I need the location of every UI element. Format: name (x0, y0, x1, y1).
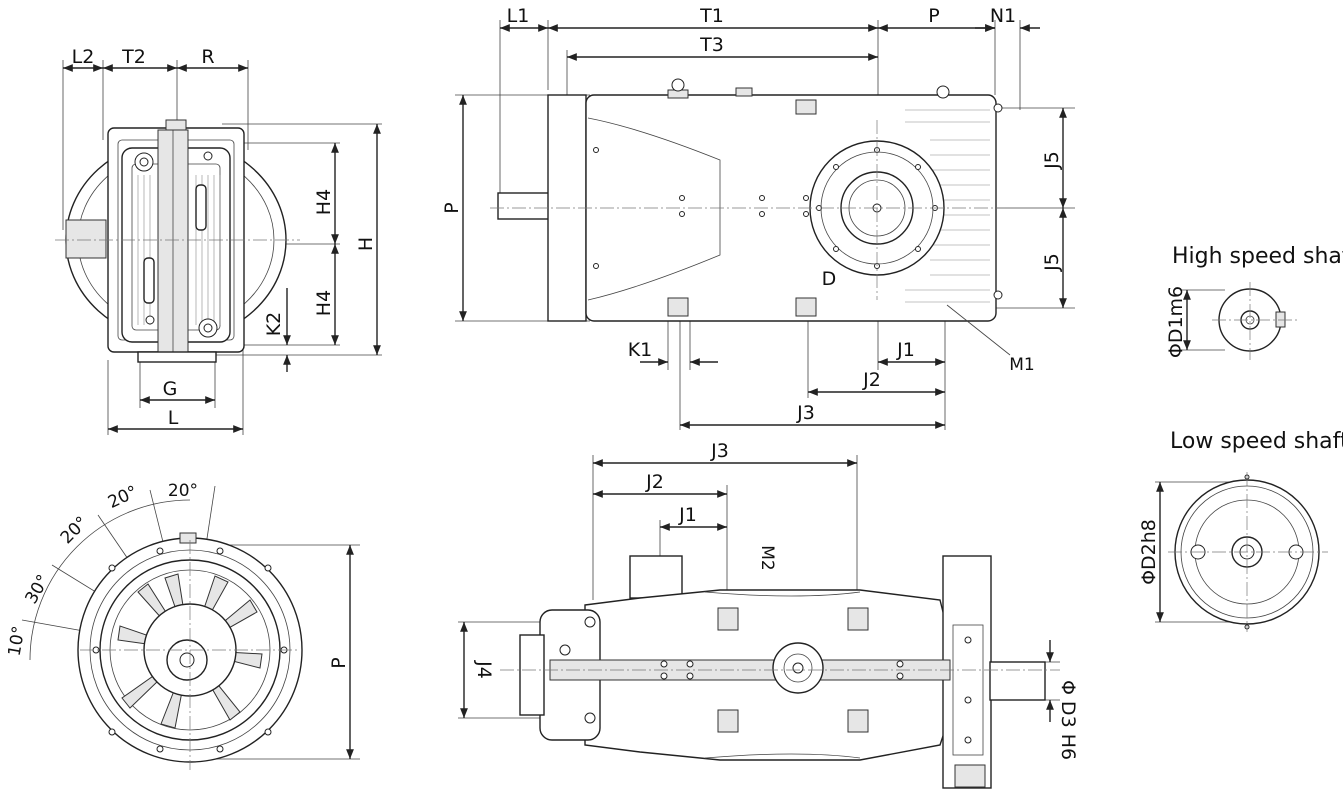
angle-20-b: 20° (105, 482, 141, 513)
low-speed-shaft-detail: Low speed shaft ΦD2h8 (1138, 429, 1343, 632)
dim-p-end: P (328, 657, 350, 668)
end-view: 10° 30° 20° 20° 20° P (5, 481, 360, 770)
dim-h: H (355, 237, 377, 251)
dim-j2: J2 (862, 369, 881, 391)
dim-g: G (163, 378, 178, 400)
dim-l: L (168, 407, 179, 429)
dim-k1: K1 (628, 339, 653, 361)
label-m1: M1 (1009, 355, 1034, 375)
dim-p-left: P (441, 202, 463, 213)
dim-t2: T2 (121, 46, 146, 68)
dim-j3-bottom: J3 (710, 440, 729, 462)
high-speed-diameter: ΦD1m6 (1165, 286, 1187, 358)
dim-t1: T1 (699, 5, 724, 27)
dim-l2: L2 (72, 46, 95, 68)
dim-k2: K2 (263, 312, 285, 337)
angle-20-c: 20° (168, 481, 198, 501)
dim-r: R (201, 46, 214, 68)
dim-j1-bottom: J1 (678, 504, 697, 526)
low-speed-caption: Low speed shaft (1170, 429, 1343, 454)
dim-j5-top: J5 (1041, 151, 1063, 170)
dim-t3: T3 (699, 34, 724, 56)
dim-d3: Φ D3 H6 (1057, 680, 1079, 760)
dim-l1: L1 (507, 5, 530, 27)
dim-p-top: P (928, 5, 939, 27)
dim-j2-bottom: J2 (645, 471, 664, 493)
side-view: L2 T2 R H4 H4 H K2 G L (55, 46, 382, 435)
label-m2: M2 (757, 545, 777, 570)
angle-30: 30° (21, 571, 53, 607)
dim-j4: J4 (473, 660, 495, 679)
low-speed-diameter: ΦD2h8 (1138, 519, 1160, 585)
angle-10: 10° (5, 625, 30, 658)
angle-20-a: 20° (57, 513, 92, 548)
dim-j1: J1 (896, 339, 915, 361)
high-speed-caption: High speed shaft (1172, 244, 1343, 269)
dim-j5-bottom: J5 (1041, 253, 1063, 272)
front-view: L1 T1 P N1 T3 P J5 J5 D K1 J1 J2 J3 M1 (441, 5, 1075, 430)
dim-h4-bottom: H4 (313, 290, 335, 316)
dim-h4-top: H4 (313, 189, 335, 215)
dim-d: D (822, 268, 837, 290)
dim-j3: J3 (796, 402, 815, 424)
high-speed-shaft-detail: High speed shaft ΦD1m6 (1165, 244, 1343, 360)
bottom-view: J3 J2 J1 M2 J4 Φ D3 H6 (458, 440, 1079, 789)
dim-n1: N1 (990, 5, 1016, 27)
